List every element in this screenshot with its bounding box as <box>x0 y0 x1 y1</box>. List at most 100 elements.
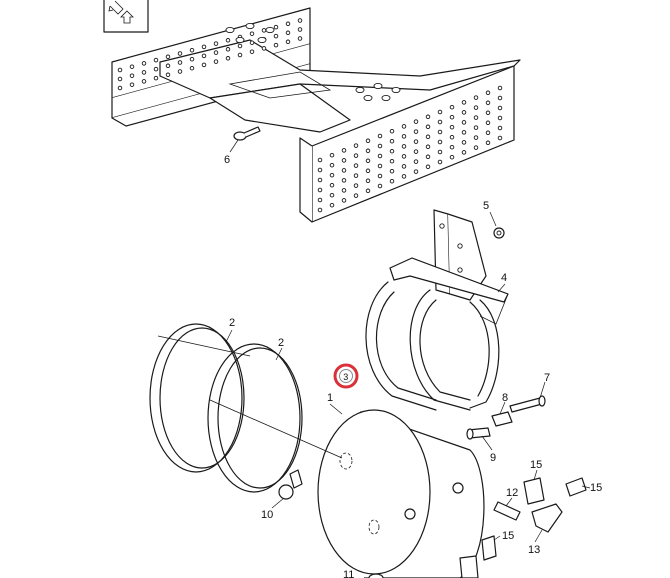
callout-1[interactable]: 1 <box>327 392 333 404</box>
rail-hole <box>297 18 303 23</box>
leader-lines <box>225 139 591 543</box>
rail-hole <box>413 149 419 154</box>
callout-3[interactable]: 3 <box>343 372 348 382</box>
rail-hole <box>141 61 147 66</box>
rail-hole <box>129 64 135 69</box>
nut-5 <box>493 227 505 239</box>
callout-15a[interactable]: 15 <box>530 459 542 471</box>
rail-hole <box>353 163 359 168</box>
rail-hole <box>473 135 479 140</box>
rail-hole <box>425 154 431 160</box>
rail-hole <box>389 158 395 164</box>
rail-hole <box>353 183 359 188</box>
fitting-10 <box>278 469 303 500</box>
rail-hole <box>189 56 195 62</box>
plate-bolt <box>355 86 365 94</box>
rail-hole <box>437 109 443 115</box>
rail-hole <box>461 110 467 115</box>
elbow-13 <box>531 503 563 533</box>
callout-4[interactable]: 4 <box>501 272 507 284</box>
rail-hole <box>461 140 467 145</box>
rail-hole <box>449 154 455 160</box>
fitting-12 <box>493 501 521 521</box>
rail-hole <box>353 143 359 148</box>
rail-hole <box>201 53 207 59</box>
rail-hole <box>425 134 431 140</box>
rail-hole <box>377 173 383 179</box>
rail-hole <box>165 63 171 69</box>
callout-5[interactable]: 5 <box>483 200 489 212</box>
rail-hole <box>401 164 407 169</box>
rail-hole <box>249 31 255 36</box>
rail-hole <box>389 148 395 154</box>
rail-hole <box>273 42 279 48</box>
fitting-15-c <box>481 535 497 561</box>
rail-hole <box>365 168 371 174</box>
rail-hole <box>213 41 219 46</box>
rail-hole <box>153 66 159 72</box>
rail-hole <box>413 159 419 164</box>
rail-hole <box>225 38 231 43</box>
rail-hole <box>473 115 479 120</box>
rail-hole <box>341 188 347 193</box>
callout-10[interactable]: 10 <box>261 509 273 521</box>
rail-hole <box>401 124 407 129</box>
frame-crossmember <box>111 7 521 223</box>
rail-hole <box>165 54 171 60</box>
rail-hole <box>153 75 159 81</box>
rail-hole <box>141 79 147 84</box>
rail-hole <box>117 85 123 91</box>
rail-hole <box>129 82 135 87</box>
rail-hole <box>249 49 255 54</box>
plate-bolt <box>225 26 235 34</box>
rail-hole <box>461 150 467 155</box>
rail-hole <box>341 178 347 183</box>
rail-hole <box>353 153 359 158</box>
rail-hole <box>413 169 419 174</box>
callout-15c[interactable]: 15 <box>502 530 514 542</box>
rail-hole <box>437 139 443 145</box>
rail-hole <box>129 73 135 78</box>
tank-ring-a <box>149 323 251 473</box>
rail-hole <box>365 148 371 154</box>
pipe-fitting <box>459 555 479 578</box>
callout-12[interactable]: 12 <box>506 487 518 499</box>
rail-hole <box>449 144 455 150</box>
rail-hole <box>485 90 491 96</box>
rail-hole <box>497 125 503 131</box>
rail-hole <box>461 130 467 135</box>
rail-hole <box>249 40 255 45</box>
rail-hole <box>341 168 347 173</box>
callout-3-highlight[interactable]: 3 <box>333 363 359 389</box>
callout-6[interactable]: 6 <box>224 154 230 166</box>
fastener-8 <box>491 411 513 427</box>
callout-7[interactable]: 7 <box>544 372 550 384</box>
callout-15b[interactable]: 15 <box>590 482 602 494</box>
rail-hole <box>201 62 207 68</box>
rail-hole <box>389 128 395 134</box>
callout-8[interactable]: 8 <box>502 392 508 404</box>
icon-box[interactable] <box>103 0 149 33</box>
rail-hole <box>213 50 219 55</box>
callout-13[interactable]: 13 <box>528 544 540 556</box>
callout-11[interactable]: 11 <box>343 569 354 578</box>
rail-hole <box>165 72 171 78</box>
rail-hole <box>329 172 335 178</box>
rail-hole <box>317 197 323 203</box>
rail-hole <box>353 193 359 198</box>
rail-hole <box>329 202 335 208</box>
rail-hole <box>485 110 491 116</box>
callout-2a[interactable]: 2 <box>229 317 235 329</box>
rail-hole <box>213 59 219 64</box>
rail-hole <box>317 157 323 163</box>
rail-hole <box>437 119 443 125</box>
plate-bolt <box>257 36 267 44</box>
callout-2b[interactable]: 2 <box>278 337 284 349</box>
rail-hole <box>117 76 123 82</box>
rail-hole <box>201 44 207 50</box>
rail-hole <box>401 154 407 159</box>
callout-9[interactable]: 9 <box>490 452 496 464</box>
rail-hole <box>329 192 335 198</box>
rail-hole <box>425 114 431 120</box>
